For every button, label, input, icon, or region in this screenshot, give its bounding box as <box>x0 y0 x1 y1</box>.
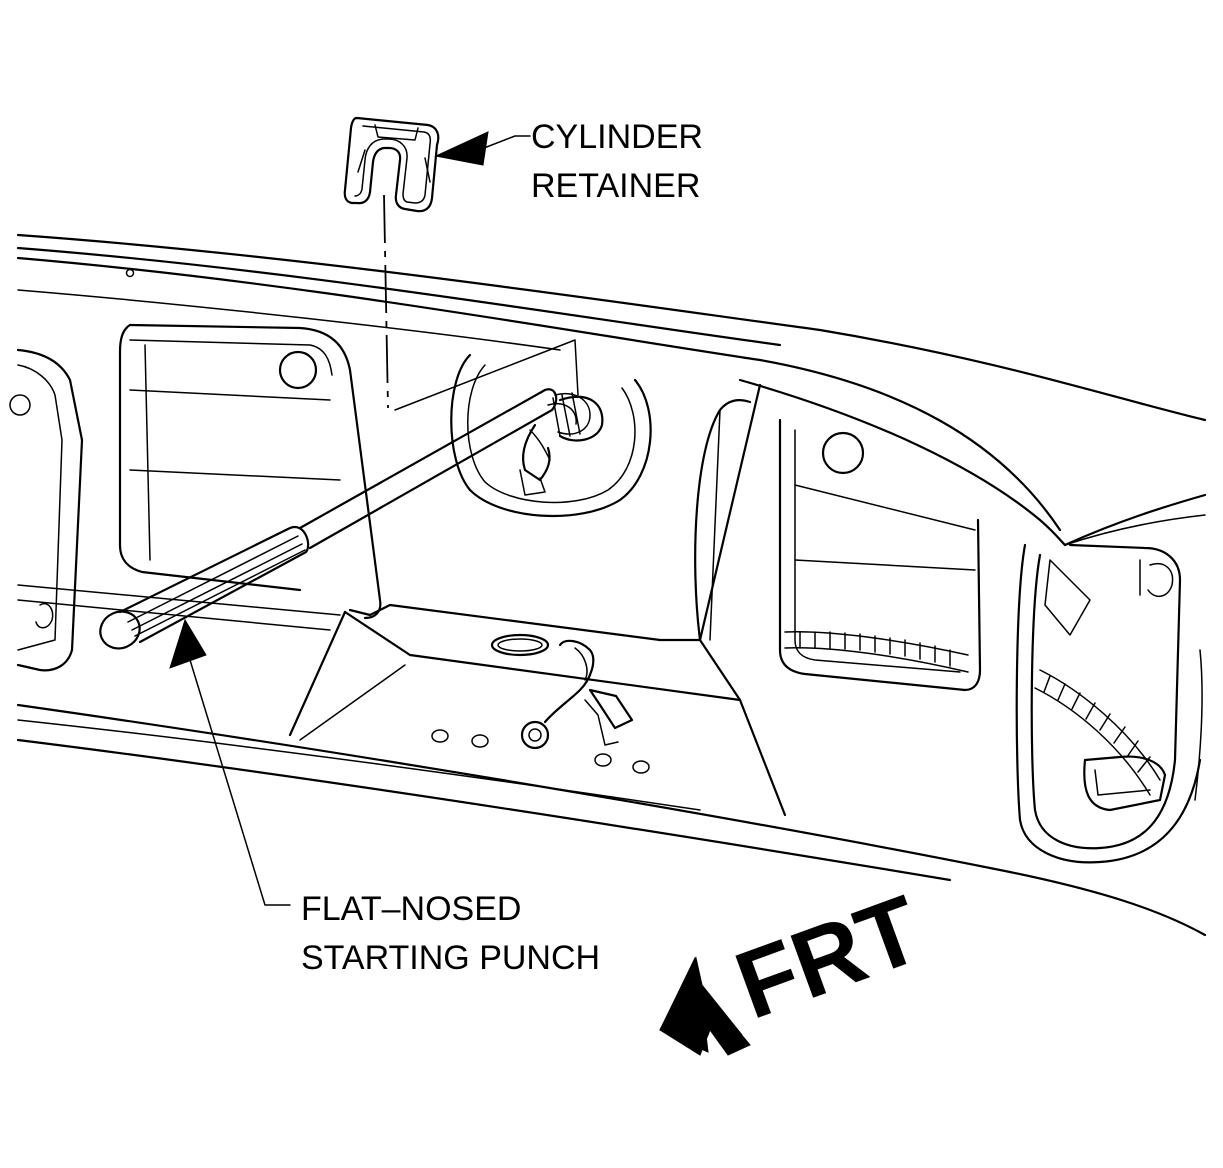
cylinder-retainer-clip <box>343 116 440 213</box>
cylinder-retainer-label-line2: RETAINER <box>531 167 700 205</box>
center-tray <box>288 383 787 817</box>
punch-label-line2: STARTING PUNCH <box>301 939 600 977</box>
left-inner-panel <box>9 323 382 672</box>
lock-cylinder-well <box>394 339 652 518</box>
cylinder-retainer-arrowhead <box>434 131 489 166</box>
alignment-dashed-line <box>383 194 389 409</box>
punch-callout <box>169 618 291 906</box>
punch-label-line1: FLAT–NOSED <box>301 890 521 928</box>
flat-nosed-starting-punch <box>99 388 558 650</box>
right-side-cavity <box>1015 543 1203 864</box>
right-inner-panel <box>778 418 982 692</box>
cylinder-retainer-callout <box>434 131 531 166</box>
cylinder-retainer-label-line1: CYLINDER <box>531 118 703 156</box>
punch-arrowhead <box>169 618 207 669</box>
trunk-lid-panel <box>16 233 1207 937</box>
front-label: FRT <box>723 875 935 1039</box>
front-direction-indicator: FRT <box>659 875 935 1056</box>
